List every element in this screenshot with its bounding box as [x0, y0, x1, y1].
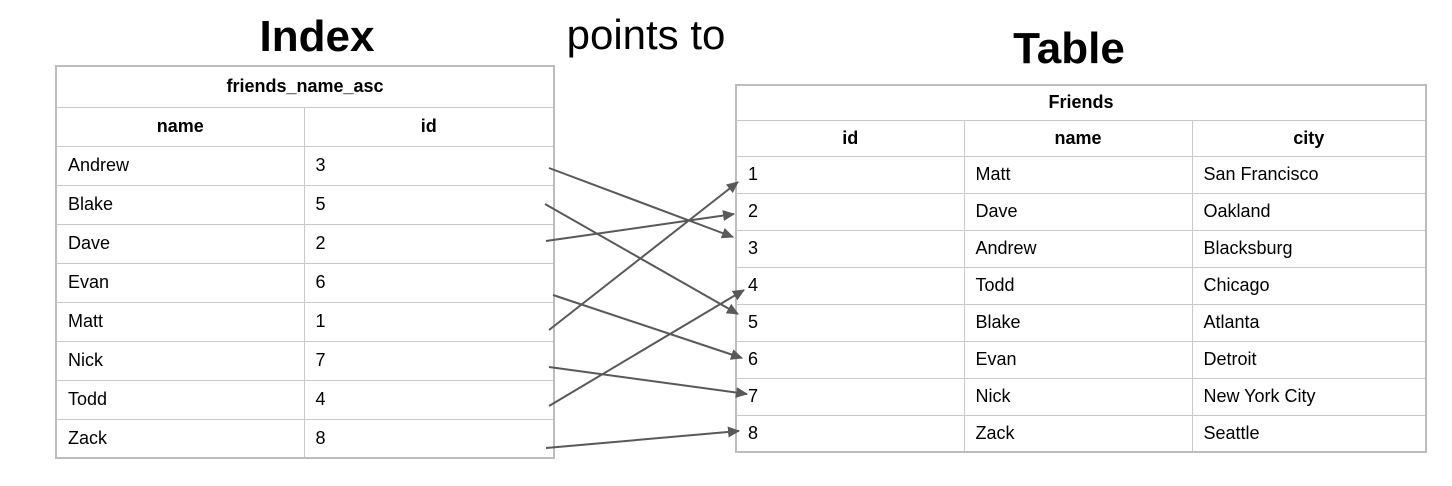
index-table-name-row: friends_name_asc: [55, 65, 555, 108]
cell-id: 4: [735, 266, 965, 305]
cell-name: Nick: [963, 377, 1193, 416]
cell-city: San Francisco: [1191, 155, 1427, 194]
cell-id: 4: [303, 379, 555, 420]
cell-id: 6: [303, 262, 555, 303]
arrow-todd-to-id-4: [548, 289, 745, 407]
index-table-header-row: name id: [55, 106, 555, 147]
arrow-blake-to-id-5: [544, 203, 739, 315]
cell-id: 3: [735, 229, 965, 268]
table-title: Table: [1013, 24, 1125, 73]
index-title: Index: [259, 12, 375, 61]
cell-name: Todd: [963, 266, 1193, 305]
cell-name: Nick: [55, 340, 305, 381]
cell-id: 3: [303, 145, 555, 186]
cell-id: 5: [735, 303, 965, 342]
cell-name: Evan: [55, 262, 305, 303]
cell-id: 2: [303, 223, 555, 264]
friends-table-name: Friends: [735, 84, 1427, 121]
cell-name: Matt: [55, 301, 305, 342]
arrow-evan-to-id-6: [552, 294, 743, 360]
cell-id: 8: [303, 418, 555, 459]
arrow-nick-to-id-7: [548, 366, 748, 398]
cell-name: Blake: [55, 184, 305, 225]
cell-id: 7: [303, 340, 555, 381]
cell-city: Blacksburg: [1191, 229, 1427, 268]
friends-column-header-city: city: [1191, 119, 1427, 157]
cell-id: 2: [735, 192, 965, 231]
arrow-zack-to-id-8: [545, 426, 740, 449]
cell-id: 8: [735, 414, 965, 453]
cell-name: Dave: [55, 223, 305, 264]
friends-column-header-id: id: [735, 119, 965, 157]
cell-city: Seattle: [1191, 414, 1427, 453]
friends-table-name-row: Friends: [735, 84, 1427, 121]
cell-id: 7: [735, 377, 965, 416]
arrow-matt-to-id-1: [548, 181, 739, 331]
arrow-andrew-to-id-3: [548, 167, 734, 239]
cell-name: Dave: [963, 192, 1193, 231]
cell-city: New York City: [1191, 377, 1427, 416]
cell-name: Evan: [963, 340, 1193, 379]
index-column-header-name: name: [55, 106, 305, 147]
cell-city: Atlanta: [1191, 303, 1427, 342]
cell-id: 1: [735, 155, 965, 194]
index-column-header-id: id: [303, 106, 555, 147]
cell-id: 5: [303, 184, 555, 225]
cell-city: Chicago: [1191, 266, 1427, 305]
cell-name: Andrew: [963, 229, 1193, 268]
cell-id: 6: [735, 340, 965, 379]
cell-city: Detroit: [1191, 340, 1427, 379]
cell-name: Andrew: [55, 145, 305, 186]
friends-table-header-row: id name city: [735, 119, 1427, 157]
cell-city: Oakland: [1191, 192, 1427, 231]
cell-name: Matt: [963, 155, 1193, 194]
points-to-label: points to: [566, 11, 726, 58]
cell-name: Blake: [963, 303, 1193, 342]
friends-column-header-name: name: [963, 119, 1193, 157]
cell-name: Zack: [963, 414, 1193, 453]
index-table-name: friends_name_asc: [55, 65, 555, 108]
cell-name: Todd: [55, 379, 305, 420]
cell-name: Zack: [55, 418, 305, 459]
cell-id: 1: [303, 301, 555, 342]
arrow-dave-to-id-2: [545, 210, 735, 242]
